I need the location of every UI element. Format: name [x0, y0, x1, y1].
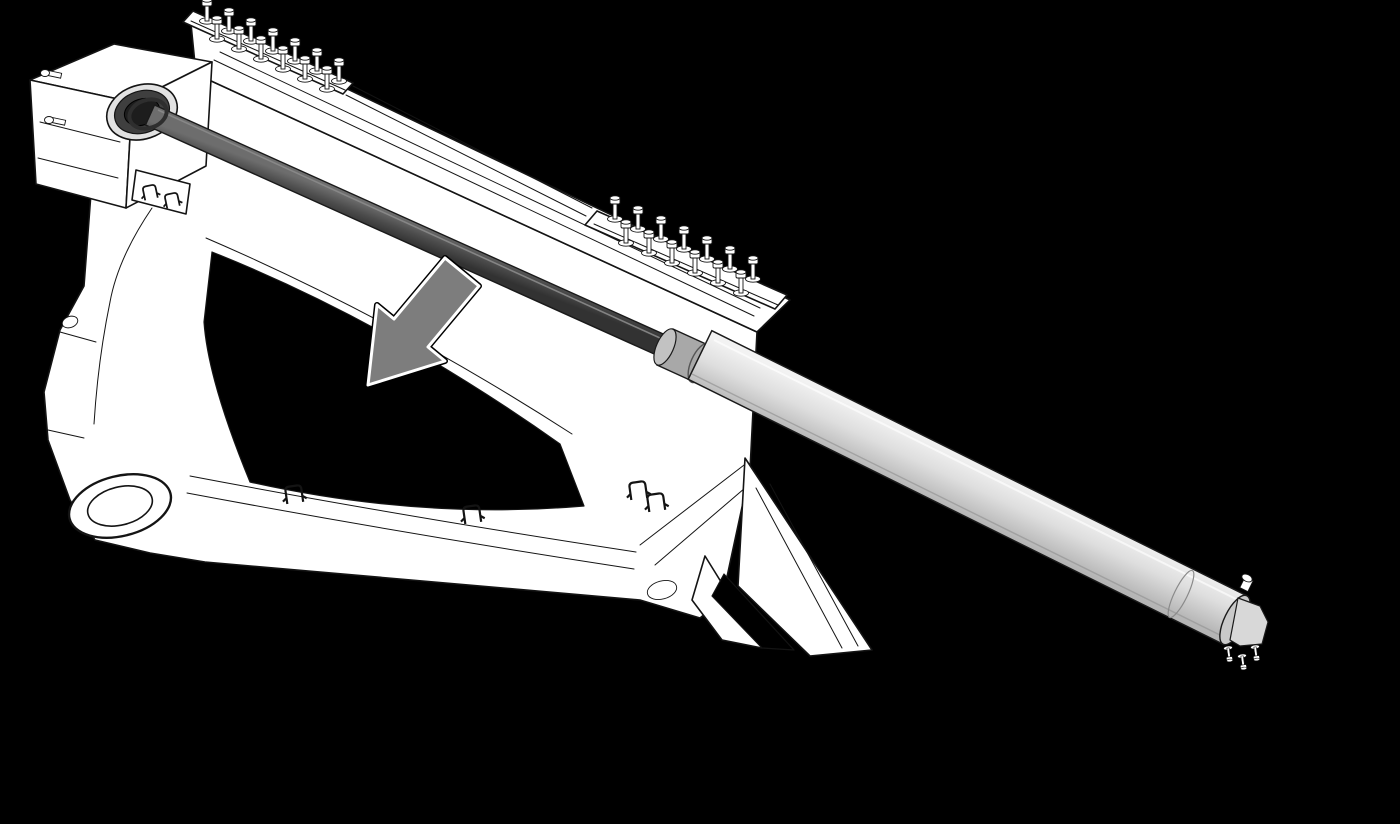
right-edge-line — [639, 461, 753, 566]
upper-stud-rail — [182, 0, 354, 95]
tube-shade-line — [691, 373, 1227, 639]
rod-highlight — [157, 109, 672, 344]
clevis-lug — [131, 169, 191, 215]
top-face-slot-line-2 — [213, 59, 755, 317]
plate-detail-line-2 — [37, 157, 119, 179]
bottom-chord-line-2 — [186, 492, 635, 570]
pedestal-tick-1 — [59, 331, 97, 343]
pedestal-hole — [61, 315, 79, 329]
gusset-plate-main — [737, 457, 873, 657]
head-fitting-top — [1239, 573, 1254, 593]
gusset-gap — [711, 573, 795, 651]
plate-detail-line-1 — [39, 121, 121, 143]
mid-edge-line-1 — [352, 85, 593, 209]
head-block — [1229, 597, 1269, 647]
gusset-rib-1 — [755, 487, 843, 649]
pedestal-tick-2 — [47, 429, 85, 439]
hydraulic-cylinder — [653, 328, 1269, 671]
pedestal-curve-1 — [109, 207, 153, 303]
mid-edge-line-2 — [345, 94, 587, 217]
cylinder-head-cap — [1219, 573, 1269, 671]
pivot-boss — [67, 473, 173, 539]
plate-bolt — [40, 69, 63, 79]
rod-seal-ring — [127, 97, 169, 131]
bottom-chord-line-1 — [189, 475, 637, 553]
tube-seam — [1167, 569, 1195, 619]
pedestal-curve-2 — [93, 301, 111, 425]
insertion-arrow — [365, 255, 482, 388]
tube-highlight — [713, 339, 1241, 602]
gusset-rib-2 — [769, 483, 859, 647]
lower-stud-rail — [584, 195, 788, 310]
plate-bolt — [44, 116, 67, 126]
flange-hole — [646, 580, 678, 600]
